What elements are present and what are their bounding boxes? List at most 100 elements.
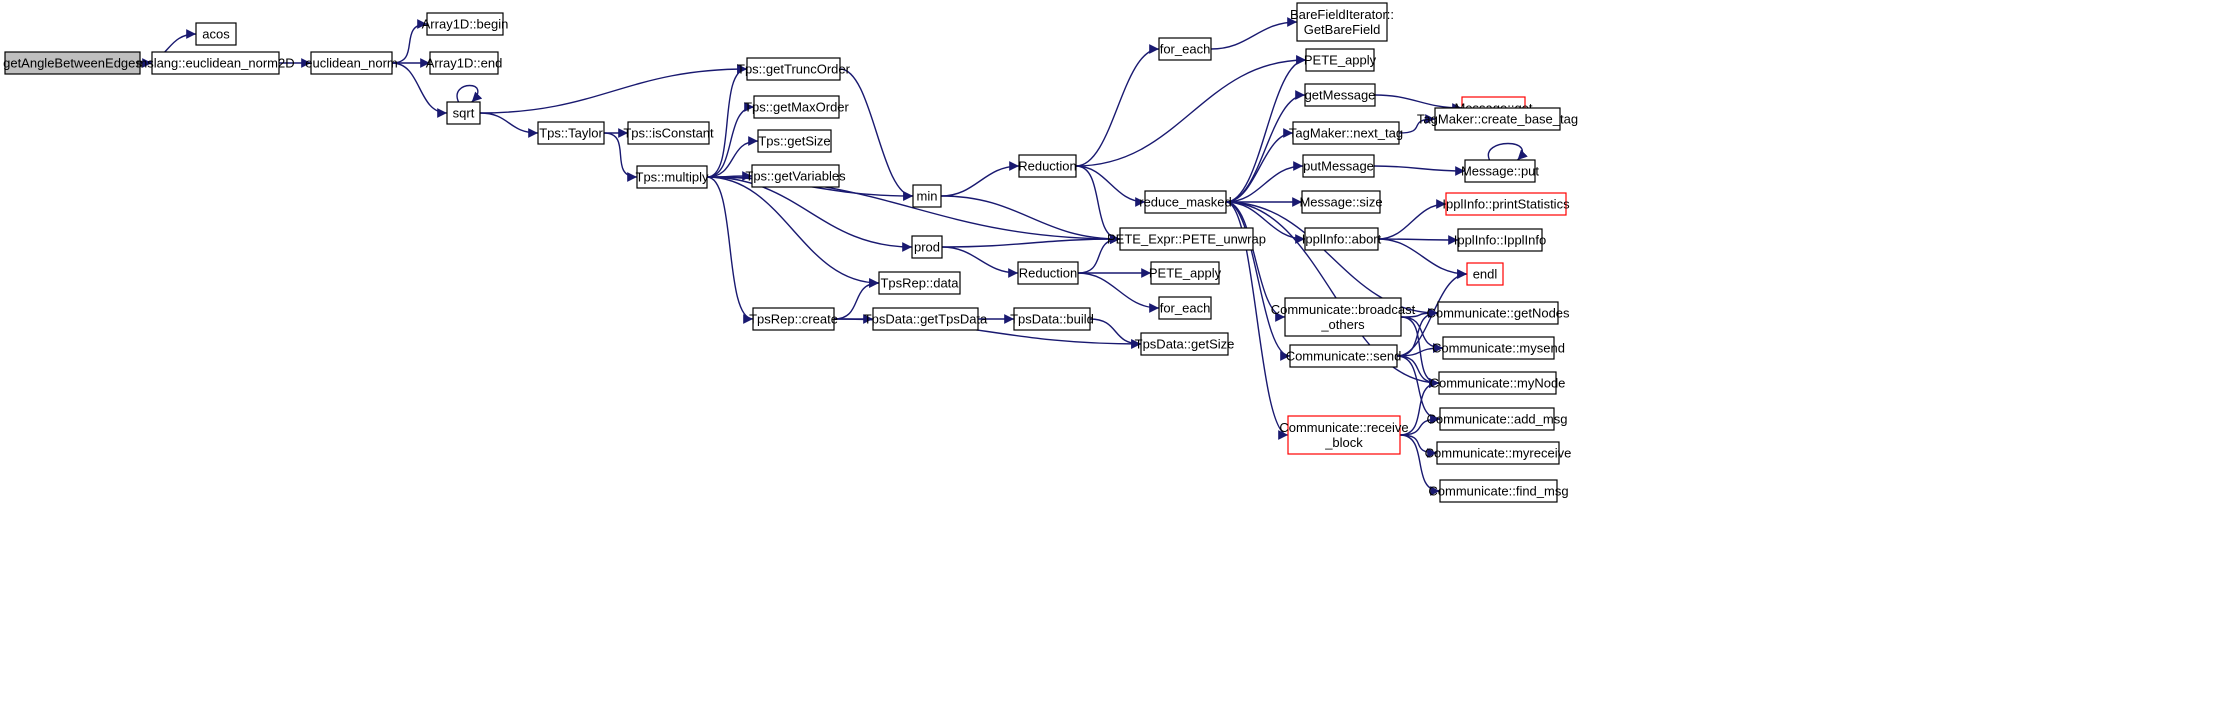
node-box[interactable] <box>1457 228 1543 252</box>
node-printstats[interactable]: IpplInfo::printStatistics <box>1442 192 1570 216</box>
node-bcast[interactable]: Communicate::broadcast_others <box>1271 297 1416 337</box>
node-sqrt[interactable]: sqrt <box>446 101 481 125</box>
node-datasize[interactable]: TpsData::getSize <box>1135 332 1235 356</box>
node-tpssize[interactable]: Tps::getSize <box>757 129 832 153</box>
node-euclnorm[interactable]: euclidean_norm <box>305 51 398 75</box>
node-box[interactable] <box>1445 192 1567 216</box>
node-box[interactable] <box>627 121 710 145</box>
node-box[interactable] <box>1442 336 1555 360</box>
node-box[interactable] <box>1305 48 1375 72</box>
node-box[interactable] <box>878 271 961 295</box>
node-box[interactable] <box>1284 297 1402 337</box>
node-peteapply1[interactable]: PETE_apply <box>1304 48 1377 72</box>
node-box[interactable] <box>911 235 943 259</box>
node-box[interactable] <box>1158 296 1212 320</box>
node-getmsg[interactable]: getMessage <box>1304 83 1376 107</box>
node-box[interactable] <box>1296 2 1388 42</box>
node-box[interactable] <box>753 95 840 119</box>
node-box[interactable] <box>310 51 393 75</box>
node-box[interactable] <box>1292 121 1400 145</box>
node-trunc[interactable]: Tps::getTruncOrder <box>737 57 851 81</box>
node-red2[interactable]: Reduction <box>1017 261 1079 285</box>
node-box[interactable] <box>912 184 942 208</box>
node-box[interactable] <box>537 121 605 145</box>
node-ipplinfo[interactable]: IpplInfo::IpplInfo <box>1454 228 1547 252</box>
node-box[interactable] <box>429 51 499 75</box>
node-arrend[interactable]: Array1D::end <box>426 51 503 75</box>
node-box[interactable] <box>751 164 840 188</box>
node-min[interactable]: min <box>912 184 942 208</box>
node-mysend[interactable]: Communicate::mysend <box>1432 336 1565 360</box>
node-foreach2[interactable]: for_each <box>1158 296 1212 320</box>
node-abort[interactable]: IpplInfo::abort <box>1302 227 1382 251</box>
node-box[interactable] <box>1158 37 1212 61</box>
node-box[interactable] <box>1439 479 1558 503</box>
node-box[interactable] <box>636 165 708 189</box>
node-myrecv[interactable]: Communicate::myreceive <box>1425 441 1572 465</box>
node-msgsize[interactable]: Message::size <box>1299 190 1383 214</box>
node-box[interactable] <box>1437 301 1559 325</box>
node-mynode[interactable]: Communicate::myNode <box>1430 371 1566 395</box>
node-box[interactable] <box>1466 262 1504 286</box>
node-box[interactable] <box>1439 407 1555 431</box>
node-msgput[interactable]: Message::put <box>1461 159 1539 183</box>
node-box[interactable] <box>746 57 841 81</box>
node-box[interactable] <box>1018 154 1077 178</box>
node-acos[interactable]: acos <box>195 22 237 46</box>
node-box[interactable] <box>752 307 835 331</box>
node-prod[interactable]: prod <box>911 235 943 259</box>
node-addmsg[interactable]: Communicate::add_msg <box>1427 407 1568 431</box>
node-box[interactable] <box>1436 441 1560 465</box>
node-tpsvars[interactable]: Tps::getVariables <box>745 164 846 188</box>
node-root[interactable]: getAngleBetweenEdges <box>3 51 142 75</box>
node-box[interactable] <box>1119 227 1254 251</box>
node-arrbegin[interactable]: Array1D::begin <box>422 12 509 36</box>
node-box[interactable] <box>1289 344 1398 368</box>
node-isconst[interactable]: Tps::isConstant <box>623 121 714 145</box>
node-multiply[interactable]: Tps::multiply <box>636 165 709 189</box>
node-build[interactable]: TpsData::build <box>1010 307 1094 331</box>
node-findmsg[interactable]: Communicate::find_msg <box>1428 479 1569 503</box>
node-box[interactable] <box>1304 227 1379 251</box>
node-send[interactable]: Communicate::send <box>1286 344 1402 368</box>
node-gettpsdata[interactable]: TpsData::getTpsData <box>864 307 988 331</box>
node-box[interactable] <box>1287 415 1401 455</box>
edge-redmask-to-getmsg <box>1225 90 1306 203</box>
node-getnodes[interactable]: Communicate::getNodes <box>1426 301 1570 325</box>
node-box[interactable] <box>1144 190 1227 214</box>
node-box[interactable] <box>195 22 237 46</box>
node-box[interactable] <box>1140 332 1229 356</box>
node-box[interactable] <box>1464 159 1536 183</box>
node-nexttag[interactable]: TagMaker::next_tag <box>1289 121 1403 145</box>
node-recv[interactable]: Communicate::receive_block <box>1279 415 1409 455</box>
edge-redmask-to-recv <box>1225 201 1289 440</box>
node-maxord[interactable]: Tps::getMaxOrder <box>744 95 850 119</box>
node-putmsg[interactable]: putMessage <box>1302 154 1375 178</box>
node-peteapply2[interactable]: PETE_apply <box>1149 261 1222 285</box>
node-box[interactable] <box>1434 107 1561 131</box>
node-box[interactable] <box>1302 154 1375 178</box>
node-eucl2d[interactable]: mslang::euclidean_norm2D <box>136 51 295 75</box>
node-box[interactable] <box>4 51 141 75</box>
node-box[interactable] <box>757 129 832 153</box>
node-box[interactable] <box>446 101 481 125</box>
node-red1[interactable]: Reduction <box>1018 154 1077 178</box>
node-box[interactable] <box>151 51 280 75</box>
node-taylor[interactable]: Tps::Taylor <box>537 121 605 145</box>
node-box[interactable] <box>426 12 504 36</box>
node-redmask[interactable]: reduce_masked <box>1139 190 1232 214</box>
node-box[interactable] <box>1301 190 1381 214</box>
node-foreach1[interactable]: for_each <box>1158 37 1212 61</box>
node-repdata[interactable]: TpsRep::data <box>878 271 961 295</box>
node-endl[interactable]: endl <box>1466 262 1504 286</box>
node-unwrap[interactable]: PETE_Expr::PETE_unwrap <box>1107 227 1266 251</box>
node-repcreate[interactable]: TpsRep::create <box>749 307 838 331</box>
node-box[interactable] <box>872 307 979 331</box>
node-createbase[interactable]: TagMaker::create_base_tag <box>1417 107 1578 131</box>
node-bfi[interactable]: BareFieldIterator::GetBareField <box>1290 2 1394 42</box>
node-box[interactable] <box>1304 83 1376 107</box>
node-box[interactable] <box>1013 307 1091 331</box>
node-box[interactable] <box>1017 261 1079 285</box>
node-box[interactable] <box>1438 371 1557 395</box>
node-box[interactable] <box>1150 261 1220 285</box>
